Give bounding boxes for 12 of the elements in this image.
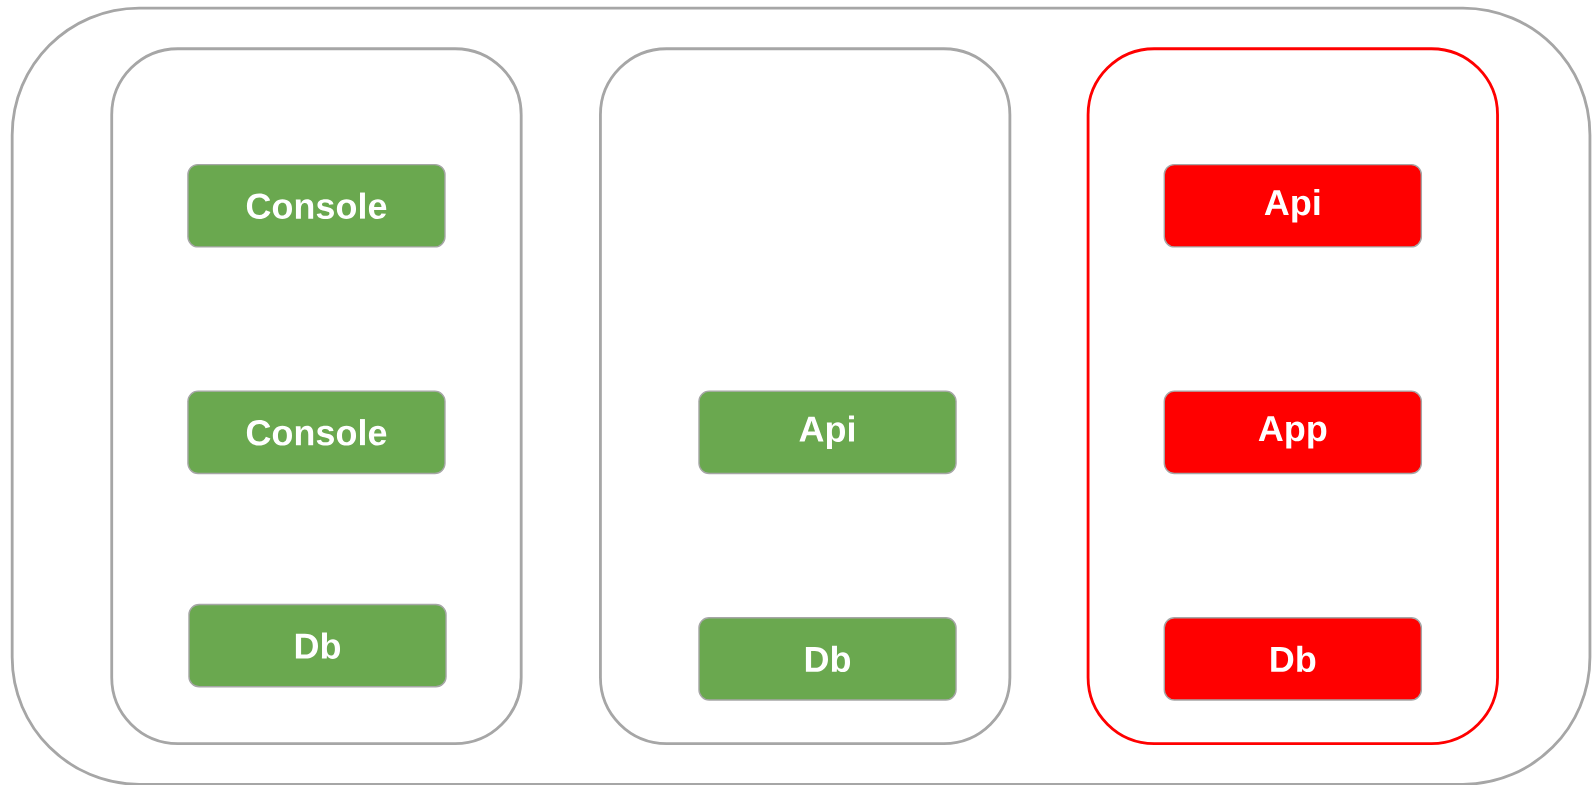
service-box: Api bbox=[1163, 163, 1423, 248]
service-box: Console bbox=[187, 390, 446, 475]
container-box bbox=[10, 6, 1592, 785]
container-box bbox=[599, 47, 1012, 745]
service-box: App bbox=[1163, 390, 1423, 475]
service-box: Db bbox=[698, 616, 957, 701]
service-box: Db bbox=[1163, 616, 1423, 701]
service-box: Console bbox=[187, 163, 446, 248]
service-box: Db bbox=[188, 603, 447, 688]
container-box bbox=[1086, 47, 1499, 745]
service-box: Api bbox=[698, 390, 957, 475]
container-box bbox=[110, 47, 523, 745]
